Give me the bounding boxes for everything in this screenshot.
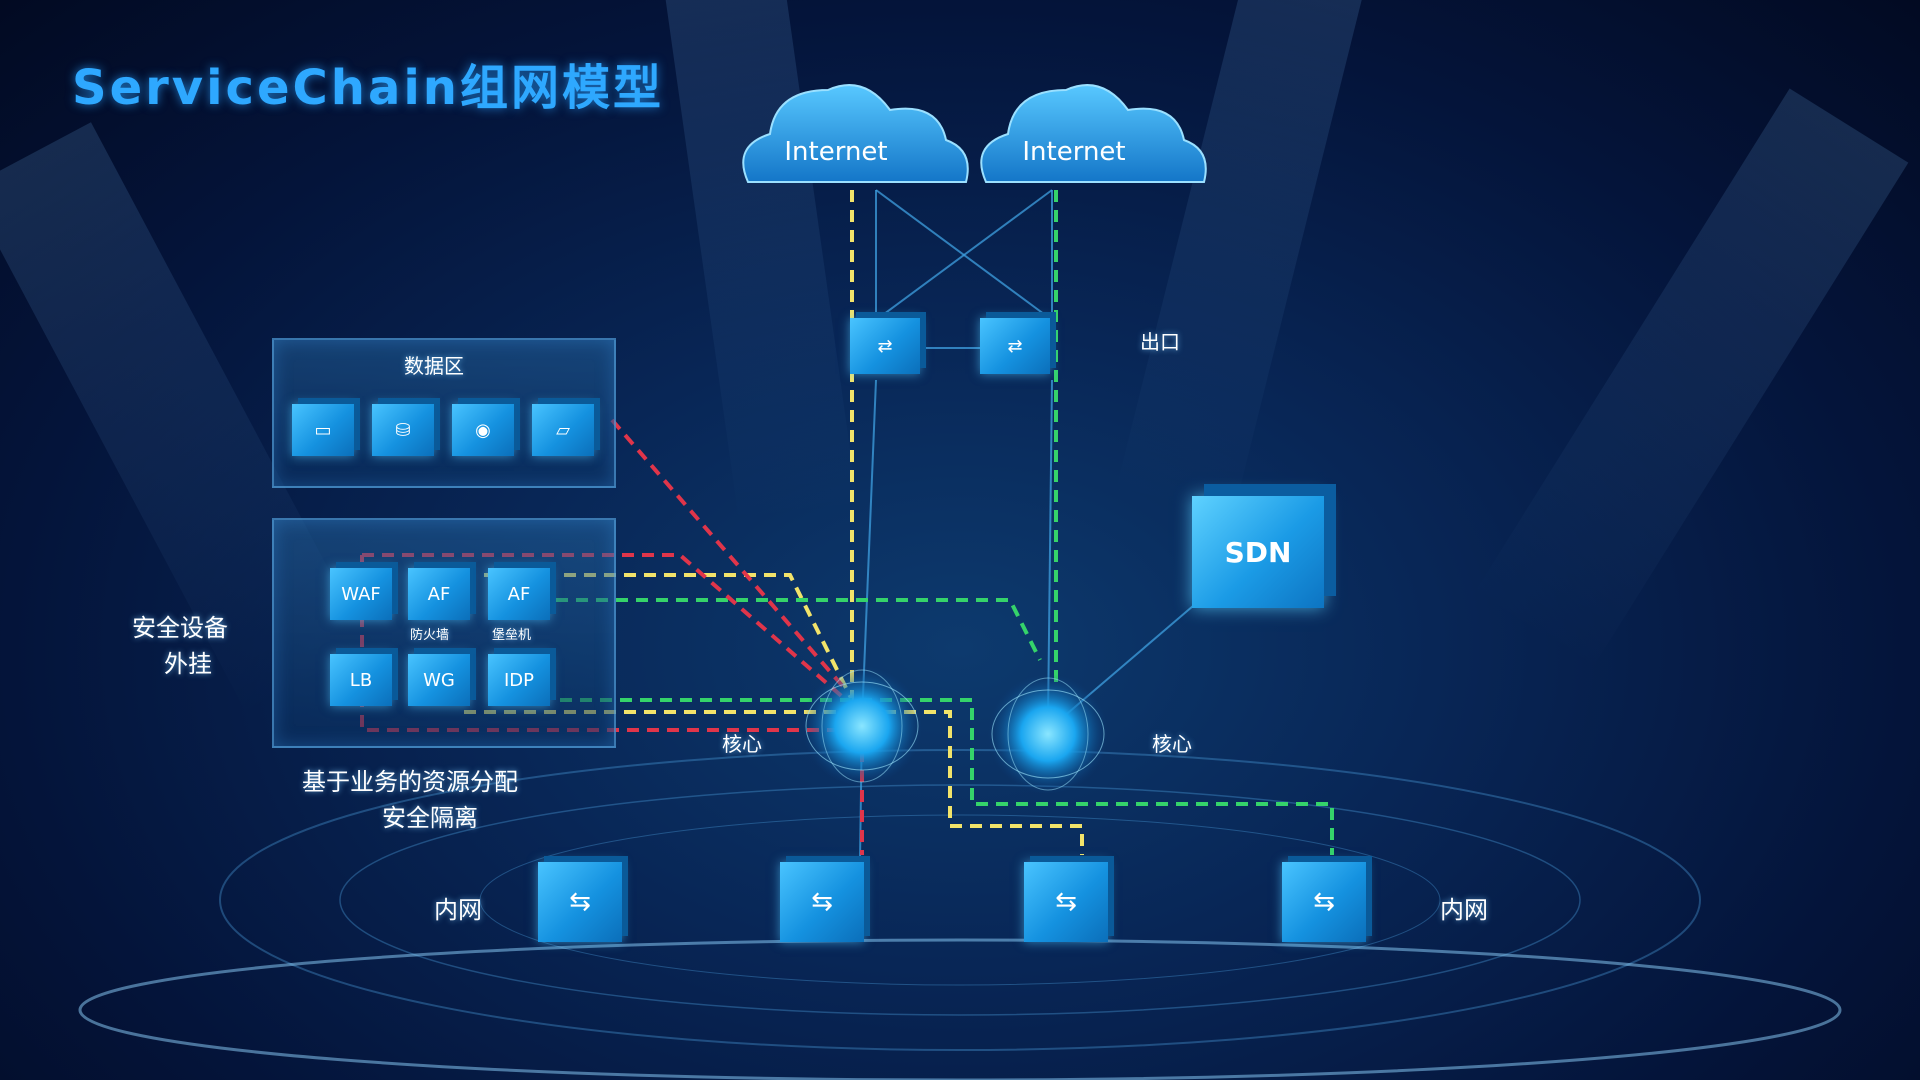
intranet-right-label: 内网 xyxy=(1440,896,1488,924)
core-right-label: 核心 xyxy=(1152,732,1192,756)
data-zone-label: 数据区 xyxy=(404,354,464,378)
af-firewall-device: AF xyxy=(408,568,470,620)
access-switch-3: ⇆ xyxy=(1024,862,1108,942)
core-left-label: 核心 xyxy=(722,732,762,756)
security-side-label-line1: 安全设备 xyxy=(132,614,228,642)
core-node-left xyxy=(802,666,922,786)
internet-cloud-right-label: Internet xyxy=(1022,137,1125,167)
internet-cloud-left: Internet xyxy=(742,84,969,183)
database-icon: ⛁ xyxy=(372,404,434,456)
exit-switch-right: ⇄ xyxy=(980,318,1050,374)
server-icon: ▭ xyxy=(292,404,354,456)
arrows-icon: ⇆ xyxy=(1313,887,1335,917)
security-caption-line1: 基于业务的资源分配 xyxy=(302,768,518,796)
af-bastion-device: AF xyxy=(488,568,550,620)
page-title: ServiceChain组网模型 xyxy=(72,60,664,116)
internet-cloud-left-label: Internet xyxy=(784,137,887,167)
wg-device: WG xyxy=(408,654,470,706)
af-firewall-sub: 防火墙 xyxy=(410,628,450,643)
shuffle-icon: ⇄ xyxy=(877,335,893,357)
arrows-icon: ⇆ xyxy=(1055,887,1077,917)
exit-switch-left: ⇄ xyxy=(850,318,920,374)
lb-device: LB xyxy=(330,654,392,706)
intranet-left-label: 内网 xyxy=(434,896,482,924)
sdn-label: SDN xyxy=(1224,535,1292,569)
af-bastion-sub: 堡垒机 xyxy=(492,628,532,643)
access-switch-4: ⇆ xyxy=(1282,862,1366,942)
arrows-icon: ⇆ xyxy=(811,887,833,917)
green-path xyxy=(536,190,1334,855)
shuffle-icon: ⇄ xyxy=(1007,335,1023,357)
access-switch-2: ⇆ xyxy=(780,862,864,942)
core-node-right xyxy=(988,674,1108,794)
storage-icon: ◉ xyxy=(452,404,514,456)
internet-cloud-right: Internet xyxy=(980,84,1207,183)
access-switch-1: ⇆ xyxy=(538,862,622,942)
security-panel xyxy=(272,518,616,748)
exit-label: 出口 xyxy=(1140,330,1180,354)
platform-rings xyxy=(78,749,1842,1080)
sdn-controller: SDN xyxy=(1192,496,1324,608)
security-side-label-line2: 外挂 xyxy=(164,650,212,678)
folder-icon: ▱ xyxy=(532,404,594,456)
arrows-icon: ⇆ xyxy=(569,887,591,917)
security-caption-line2: 安全隔离 xyxy=(382,804,478,832)
waf-device: WAF xyxy=(330,568,392,620)
idp-device: IDP xyxy=(488,654,550,706)
